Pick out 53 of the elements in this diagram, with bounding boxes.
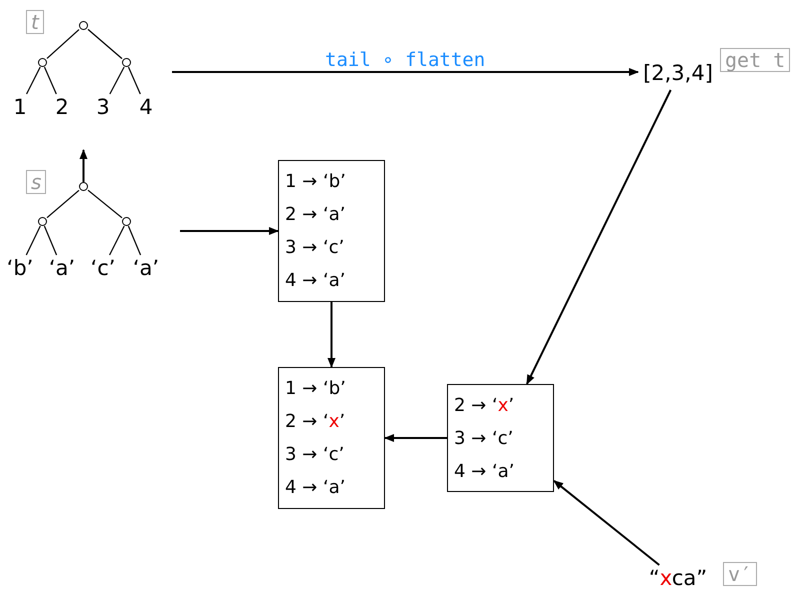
- value-label: [2,3,4]: [638, 60, 718, 90]
- tree-node: [122, 58, 131, 67]
- tree-branch: [88, 28, 122, 60]
- mapping-entry: 2 → ‘x’: [454, 394, 516, 418]
- mapping-entry: 2 → ‘a’: [285, 203, 346, 227]
- arrow: [328, 302, 336, 368]
- value-label: ‘b’: [3, 255, 37, 281]
- arrow: [384, 434, 447, 442]
- arrow: [526, 90, 672, 385]
- arrow: [172, 68, 639, 76]
- tree-branch: [44, 226, 58, 256]
- mapping-box: [278, 160, 385, 302]
- mapping-entry: 1 → ‘b’: [285, 377, 347, 401]
- variable-tag: v′: [723, 562, 758, 586]
- tree-node: [79, 21, 88, 30]
- value-label: 3: [91, 94, 115, 120]
- variable-tag: get t: [720, 48, 790, 72]
- tree-branch: [109, 226, 125, 256]
- tree-node: [122, 217, 131, 226]
- arrow: [80, 149, 88, 182]
- mapping-entry: 1 → ‘b’: [285, 170, 347, 194]
- value-label: ‘a’: [45, 255, 79, 281]
- variable-tag: s: [26, 170, 46, 194]
- tree-branch: [44, 66, 57, 94]
- value-label: ‘a’: [129, 255, 163, 281]
- tree-branch: [26, 226, 41, 256]
- variable-tag: t: [26, 10, 44, 34]
- mapping-entry: 3 → ‘c’: [285, 443, 346, 467]
- value-label: ‘c’: [86, 255, 120, 281]
- mapping-box: [447, 384, 554, 492]
- tree-branch: [46, 190, 80, 218]
- tree-node: [38, 58, 47, 67]
- value-label: 4: [134, 94, 158, 120]
- tree-branch: [109, 66, 125, 94]
- value-label: “xca”: [640, 565, 716, 595]
- value-label: 2: [50, 94, 74, 120]
- tree-node: [79, 182, 88, 191]
- mapping-entry: 4 → ‘a’: [285, 476, 346, 500]
- arrow: [553, 480, 660, 566]
- mapping-entry: 2 → ‘x’: [285, 410, 346, 434]
- tree-branch: [128, 226, 142, 256]
- tree-node: [38, 217, 47, 226]
- mapping-entry: 4 → ‘a’: [285, 269, 346, 293]
- mapping-entry: 3 → ‘c’: [454, 427, 514, 451]
- tree-branch: [128, 66, 141, 94]
- mapping-entry: 3 → ‘c’: [285, 236, 346, 260]
- value-label: 1: [8, 94, 32, 120]
- tree-branch: [46, 29, 80, 59]
- mapping-box: [278, 367, 385, 509]
- mapping-entry: 4 → ‘a’: [454, 460, 516, 484]
- tree-branch: [88, 190, 122, 218]
- arrow: [180, 227, 279, 235]
- tree-branch: [26, 66, 41, 94]
